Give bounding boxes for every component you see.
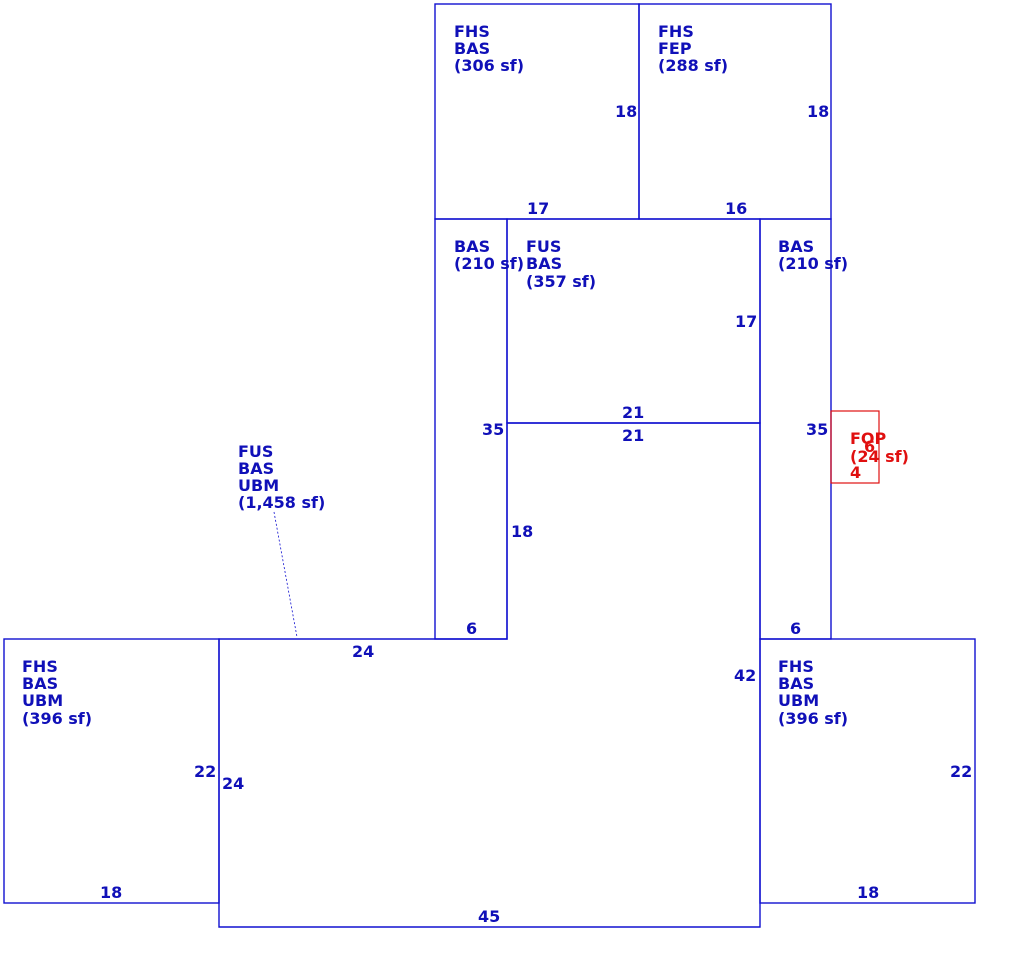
dim-top-left-height: 18 bbox=[615, 102, 637, 121]
dim-porch-height: 4 bbox=[850, 463, 861, 482]
dim-left-wing-height: 22 bbox=[194, 762, 216, 781]
dim-main-bottom: 45 bbox=[478, 907, 500, 926]
dim-top-right-width: 16 bbox=[725, 199, 747, 218]
dim-main-top-notch: 21 bbox=[622, 426, 644, 445]
dim-main-top-left: 24 bbox=[352, 642, 374, 661]
area-mid-right-label: BAS (210 sf) bbox=[778, 237, 848, 273]
dim-mid-center-height: 17 bbox=[735, 312, 757, 331]
dim-notch-height: 18 bbox=[511, 522, 533, 541]
dim-top-right-height: 18 bbox=[807, 102, 829, 121]
area-right-wing-label: FHS BAS UBM (396 sf) bbox=[778, 657, 848, 728]
area-left-wing-label: FHS BAS UBM (396 sf) bbox=[22, 657, 92, 728]
area-top-right-label: FHS FEP (288 sf) bbox=[658, 22, 728, 75]
dim-left-wing-width: 18 bbox=[100, 883, 122, 902]
dim-mid-left-width: 6 bbox=[466, 619, 477, 638]
dim-mid-right-width: 6 bbox=[790, 619, 801, 638]
dim-main-left-height: 24 bbox=[222, 774, 244, 793]
area-main-outline bbox=[218, 422, 761, 928]
dim-mid-center-bottom: 21 bbox=[622, 403, 644, 422]
dim-top-left-width: 17 bbox=[527, 199, 549, 218]
dim-mid-left-height: 35 bbox=[482, 420, 504, 439]
dim-main-right-height: 42 bbox=[734, 666, 756, 685]
main-label-leader-line bbox=[273, 511, 298, 638]
area-right-wing-outline bbox=[759, 638, 976, 904]
dim-mid-right-height: 35 bbox=[806, 420, 828, 439]
dim-right-wing-height: 22 bbox=[950, 762, 972, 781]
dim-right-wing-width: 18 bbox=[857, 883, 879, 902]
area-left-wing-outline bbox=[3, 638, 220, 904]
area-main-label: FUS BAS UBM (1,458 sf) bbox=[238, 442, 325, 512]
dim-porch-width: 6 bbox=[864, 437, 875, 456]
area-porch-outline bbox=[830, 410, 880, 484]
area-mid-left-label: BAS (210 sf) bbox=[454, 237, 524, 273]
area-porch-label: FOP (24 sf) bbox=[850, 429, 909, 466]
area-top-left-label: FHS BAS (306 sf) bbox=[454, 22, 524, 75]
area-mid-center-label: FUS BAS (357 sf) bbox=[526, 237, 596, 291]
